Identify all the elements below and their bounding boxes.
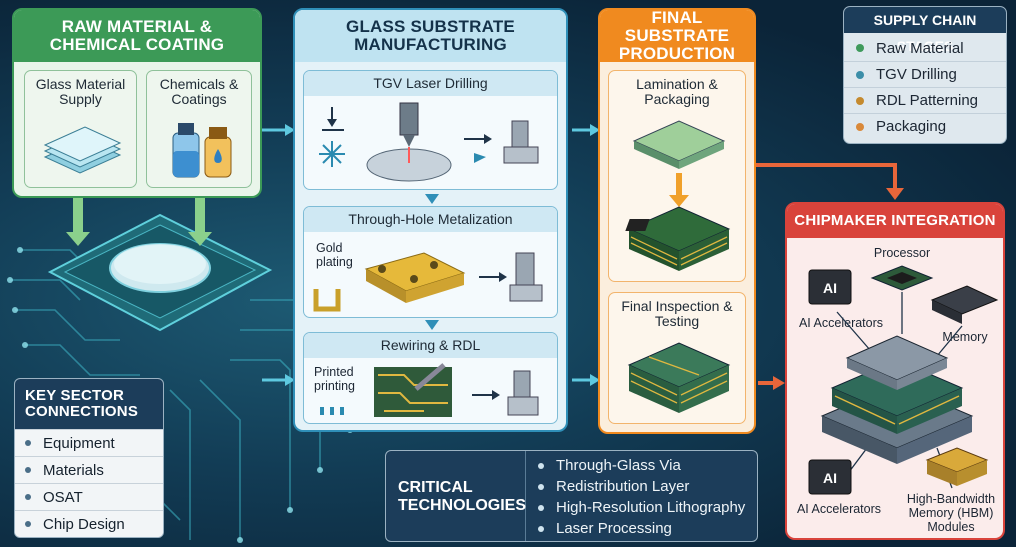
hbm-label: High-Bandwidth Memory (HBM) Modules	[906, 492, 996, 534]
glass-wafer-icon	[47, 213, 273, 332]
chemicals-label: Chemicals & Coatings	[159, 76, 239, 108]
processor-chip	[870, 265, 934, 291]
memory-chip	[930, 285, 999, 324]
bullet-icon	[25, 521, 31, 527]
bullet-icon	[856, 96, 864, 105]
ai-chip-top: AI	[808, 269, 852, 305]
metalization-title: Through-Hole Metalization	[304, 207, 557, 233]
bullet-icon	[856, 70, 864, 79]
arrow-down-1	[425, 194, 439, 204]
chipmaker-panel: CHIPMAKER INTEGRATION Processor AI Accel…	[785, 202, 1005, 540]
final-substrate-title: FINAL SUBSTRATE PRODUCTION	[600, 10, 754, 62]
bullet-icon	[25, 440, 31, 446]
ai-accelerators-bottom-label: AI Accelerators	[796, 502, 882, 516]
processor-label: Processor	[873, 246, 931, 260]
critical-tech-label: Through-Glass Via	[556, 457, 681, 474]
bullet-icon	[856, 44, 864, 52]
raw-material-title: RAW MATERIAL & CHEMICAL COATING	[14, 10, 260, 62]
critical-tech-item: Laser Processing	[538, 518, 745, 539]
supply-chain-item: Packaging	[844, 113, 1006, 139]
critical-tech-item: High-Resolution Lithography	[538, 497, 745, 518]
central-stack	[820, 335, 974, 464]
critical-title: CRITICAL TECHNOLOGIES	[386, 451, 526, 541]
supply-chain-item: Raw Material	[844, 35, 1006, 61]
ai-accelerators-top-label: AI Accelerators	[798, 316, 884, 330]
critical-tech-item: Through-Glass Via	[538, 455, 745, 476]
key-sector-item-label: OSAT	[43, 488, 83, 506]
bullet-icon	[538, 462, 544, 469]
bullet-icon	[856, 122, 864, 131]
rdl-title: Rewiring & RDL	[304, 333, 557, 359]
supply-chain-item-label: TGV Drilling	[876, 66, 957, 83]
lamination-label: Lamination & Packaging	[636, 76, 718, 108]
inspection-stack-icon	[627, 342, 731, 413]
bullet-icon	[25, 467, 31, 473]
bullet-icon	[538, 504, 544, 511]
glass-supply-label: Glass Material Supply	[35, 76, 126, 108]
critical-tech-item: Redistribution Layer	[538, 476, 745, 497]
inspection-label: Final Inspection & Testing	[621, 298, 733, 330]
arrow-raw-to-wafer	[66, 198, 212, 246]
chipmaker-title: CHIPMAKER INTEGRATION	[787, 204, 1003, 238]
svg-text:AI: AI	[823, 470, 837, 486]
glass-sheets-icon	[43, 126, 122, 174]
bullet-icon	[25, 494, 31, 500]
rdl-pattern-icon	[320, 363, 539, 417]
chemicals-card: Chemicals & Coatings	[146, 70, 252, 188]
svg-text:AI: AI	[823, 280, 837, 296]
critical-tech-label: High-Resolution Lithography	[556, 499, 746, 516]
metalization-step: Through-Hole Metalization Gold plating	[303, 206, 558, 318]
lamination-card: Lamination & Packaging	[608, 70, 746, 282]
glass-supply-card: Glass Material Supply	[24, 70, 137, 188]
chemical-bottles-icon	[172, 123, 232, 178]
critical-tech-label: Laser Processing	[556, 520, 672, 537]
supply-chain-item-label: RDL Patterning	[876, 92, 978, 109]
key-sector-item-label: Equipment	[43, 434, 115, 452]
supply-chain-item-label: Raw Material	[876, 39, 964, 57]
key-sector-item: OSAT	[15, 483, 163, 510]
key-sector-item-label: Chip Design	[43, 515, 125, 533]
supply-chain-item: RDL Patterning	[844, 87, 1006, 113]
rdl-step: Rewiring & RDL Printed printing	[303, 332, 558, 424]
key-sector-item: Materials	[15, 456, 163, 483]
key-sector-item-label: Materials	[43, 461, 104, 479]
arrow-down-2	[425, 320, 439, 330]
supply-chain-item: TGV Drilling	[844, 61, 1006, 87]
gold-plating-icon	[313, 252, 543, 312]
lamination-stack-icon	[625, 120, 731, 271]
supply-chain-title: SUPPLY CHAIN STAGES	[844, 7, 1006, 54]
bullet-icon	[538, 483, 544, 490]
key-sector-item: Equipment	[15, 429, 163, 456]
bullet-icon	[538, 525, 544, 532]
supply-chain-item-label: Packaging	[876, 118, 947, 135]
gold-plating-label: Gold plating	[316, 241, 353, 269]
tgv-drilling-step: TGV Laser Drilling	[303, 70, 558, 190]
key-sector-title: KEY SECTOR CONNECTIONS	[15, 379, 163, 429]
key-sector-item: Chip Design	[15, 510, 163, 537]
printed-printing-label: Printed printing	[314, 365, 355, 393]
hbm-module	[925, 447, 989, 486]
laser-drilling-icon	[319, 102, 539, 182]
ai-chip-bottom: AI	[808, 459, 852, 495]
critical-tech-label: Redistribution Layer	[556, 478, 690, 495]
memory-label: Memory	[942, 330, 988, 344]
glass-manufacturing-panel: GLASS SUBSTRATE MANUFACTURING TGV Laser …	[293, 8, 568, 432]
raw-material-panel: RAW MATERIAL & CHEMICAL COATING Glass Ma…	[12, 8, 262, 198]
final-substrate-panel: FINAL SUBSTRATE PRODUCTION Lamination & …	[598, 8, 756, 434]
glass-manufacturing-title: GLASS SUBSTRATE MANUFACTURING	[295, 10, 566, 62]
tgv-drilling-title: TGV Laser Drilling	[304, 71, 557, 97]
inspection-card: Final Inspection & Testing	[608, 292, 746, 424]
chip-integration-icon: AI AI	[808, 265, 999, 495]
